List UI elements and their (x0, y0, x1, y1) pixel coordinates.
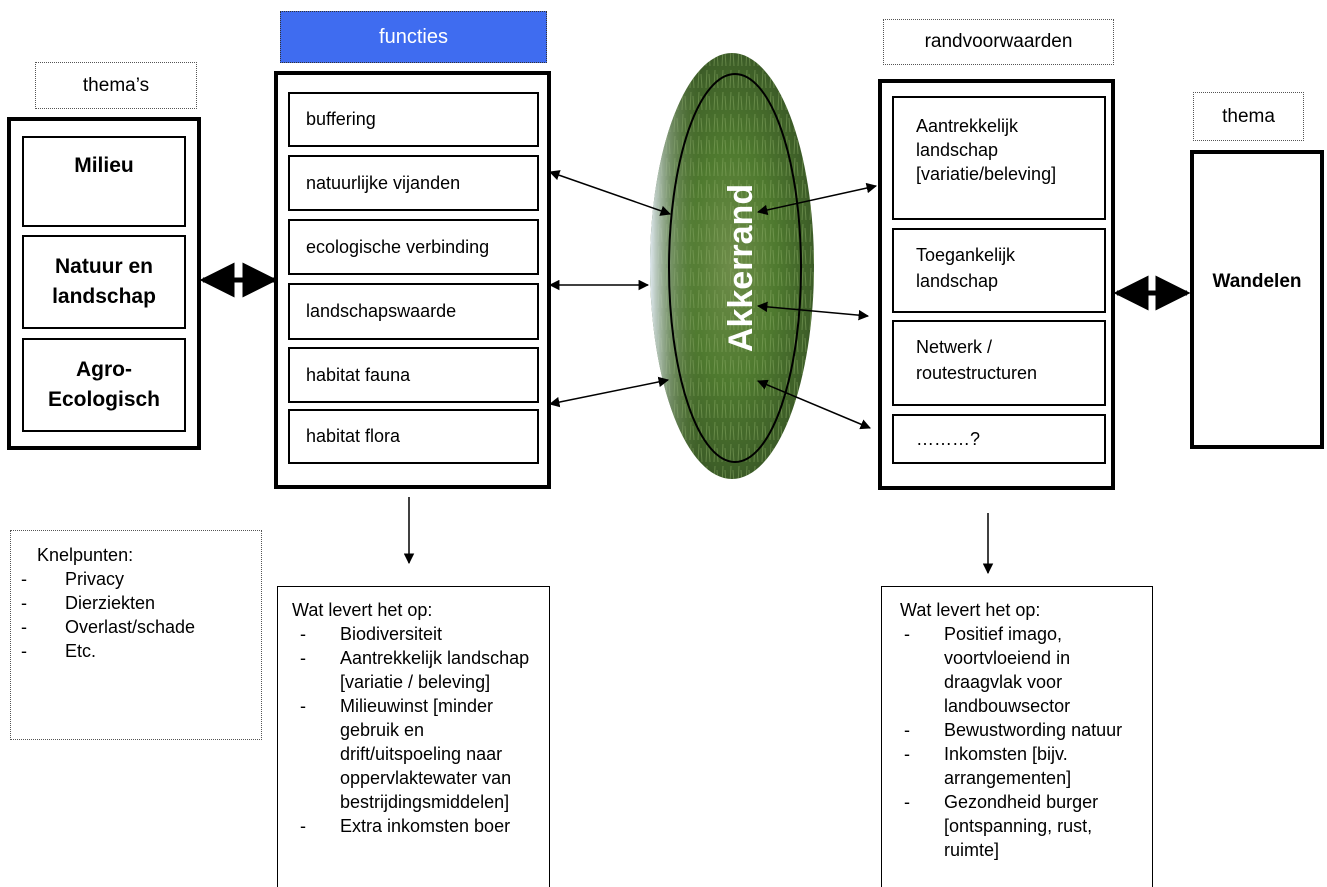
condition-aantrekkelijk-label: Aantrekkelijk landschap [variatie/belevi… (916, 116, 1057, 184)
theme-natuur-label: Natuur en landschap (52, 255, 156, 308)
knelpunten-title: Knelpunten: (37, 545, 134, 565)
condition-toegankelijk-label: Toegankelijk landschap (916, 245, 1016, 291)
function-buffering: buffering (288, 92, 539, 147)
condition-netwerk-label: Netwerk / routestructuren (916, 337, 1038, 383)
list-item: Aantrekkelijk landschap [variatie / bele… (278, 646, 535, 694)
conditions-panel: Aantrekkelijk landschap [variatie/belevi… (878, 79, 1115, 490)
results-right-box: Wat levert het op: Positief imago, voort… (881, 586, 1153, 887)
list-item: Gezondheid burger [ontspanning, rust, ru… (882, 790, 1142, 862)
theme-agro-label: Agro-Ecologisch (47, 358, 161, 411)
function-natuurlijke-vijanden: natuurlijke vijanden (288, 155, 539, 211)
field-photo (650, 53, 814, 479)
function-ecologische-verbinding: ecologische verbinding (288, 219, 539, 275)
results-right-list: Positief imago, voortvloeiend in draagvl… (882, 622, 1152, 862)
list-item: Etc. (11, 639, 261, 663)
arrow-unknown (757, 379, 871, 430)
list-item: Dierziekten (11, 591, 261, 615)
theme-milieu-label: Milieu (74, 154, 134, 177)
list-item: Overlast/schade (11, 615, 261, 639)
results-left-list: Biodiversiteit Aantrekkelijk landschap [… (278, 622, 549, 838)
list-item: Privacy (11, 567, 261, 591)
conditions-header: randvoorwaarden (883, 19, 1114, 65)
function-habitat-fauna: habitat fauna (288, 347, 539, 403)
results-left-box: Wat levert het op: Biodiversiteit Aantre… (277, 586, 550, 887)
list-item: Inkomsten [bijv. arrangementen] (882, 742, 1142, 790)
field-outline-ellipse (668, 73, 802, 463)
arrow-aantrekkelijk (756, 182, 878, 216)
condition-unknown: ………? (892, 414, 1106, 464)
arrow-toegankelijk (756, 301, 870, 321)
functions-header: functies (280, 11, 547, 63)
theme-natuur: Natuur en landschap (22, 235, 186, 329)
functions-panel: buffering natuurlijke vijanden ecologisc… (274, 71, 551, 489)
condition-aantrekkelijk: Aantrekkelijk landschap [variatie/belevi… (892, 96, 1106, 220)
results-right-title: Wat levert het op: (900, 600, 1041, 620)
knelpunten-list: Privacy Dierziekten Overlast/schade Etc. (11, 567, 261, 663)
condition-toegankelijk: Toegankelijk landschap (892, 228, 1106, 313)
themes-panel: Milieu Natuur en landschap Agro-Ecologis… (7, 117, 201, 450)
list-item: Milieuwinst [minder gebruik en drift/uit… (278, 694, 535, 814)
list-item: Positief imago, voortvloeiend in draagvl… (882, 622, 1142, 718)
function-habitat-flora: habitat flora (288, 409, 539, 464)
themes-header: thema’s (35, 62, 197, 109)
list-item: Bewustwording natuur (882, 718, 1142, 742)
center-label: Akkerrand (722, 184, 760, 352)
theme-wandelen: Wandelen (1212, 271, 1302, 292)
list-item: Extra inkomsten boer (278, 814, 535, 838)
results-left-title: Wat levert het op: (292, 600, 433, 620)
right-theme-panel: Wandelen (1190, 150, 1324, 449)
knelpunten-box: Knelpunten: Privacy Dierziekten Overlast… (10, 530, 262, 740)
theme-milieu: Milieu (22, 136, 186, 227)
theme-agro: Agro-Ecologisch (22, 338, 186, 432)
condition-netwerk: Netwerk / routestructuren (892, 320, 1106, 406)
arrow-habitat (548, 376, 670, 408)
arrow-natuurlijke-vijanden (549, 170, 671, 216)
right-theme-header: thema (1193, 92, 1304, 141)
function-landschapswaarde: landschapswaarde (288, 283, 539, 340)
list-item: Biodiversiteit (278, 622, 535, 646)
